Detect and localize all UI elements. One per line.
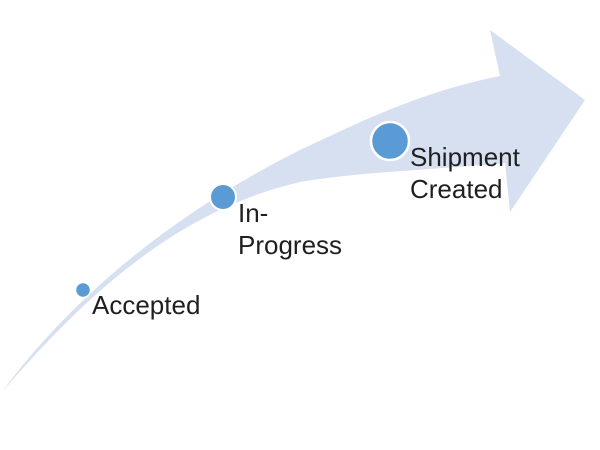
- stage-shipment-created: Shipment Created: [369, 120, 527, 204]
- circle-marker-icon: [74, 281, 92, 299]
- stage-in-progress: In- Progress: [209, 183, 342, 260]
- curved-arrow-icon: [2, 30, 585, 392]
- stage-accepted: Accepted: [74, 281, 200, 320]
- circle-marker-icon: [209, 183, 237, 211]
- stage-label-accepted: Accepted: [92, 290, 200, 320]
- circle-marker-icon: [369, 120, 411, 162]
- stage-label-in-progress: In- Progress: [238, 198, 342, 260]
- stage-label-shipment-created: Shipment Created: [410, 142, 527, 204]
